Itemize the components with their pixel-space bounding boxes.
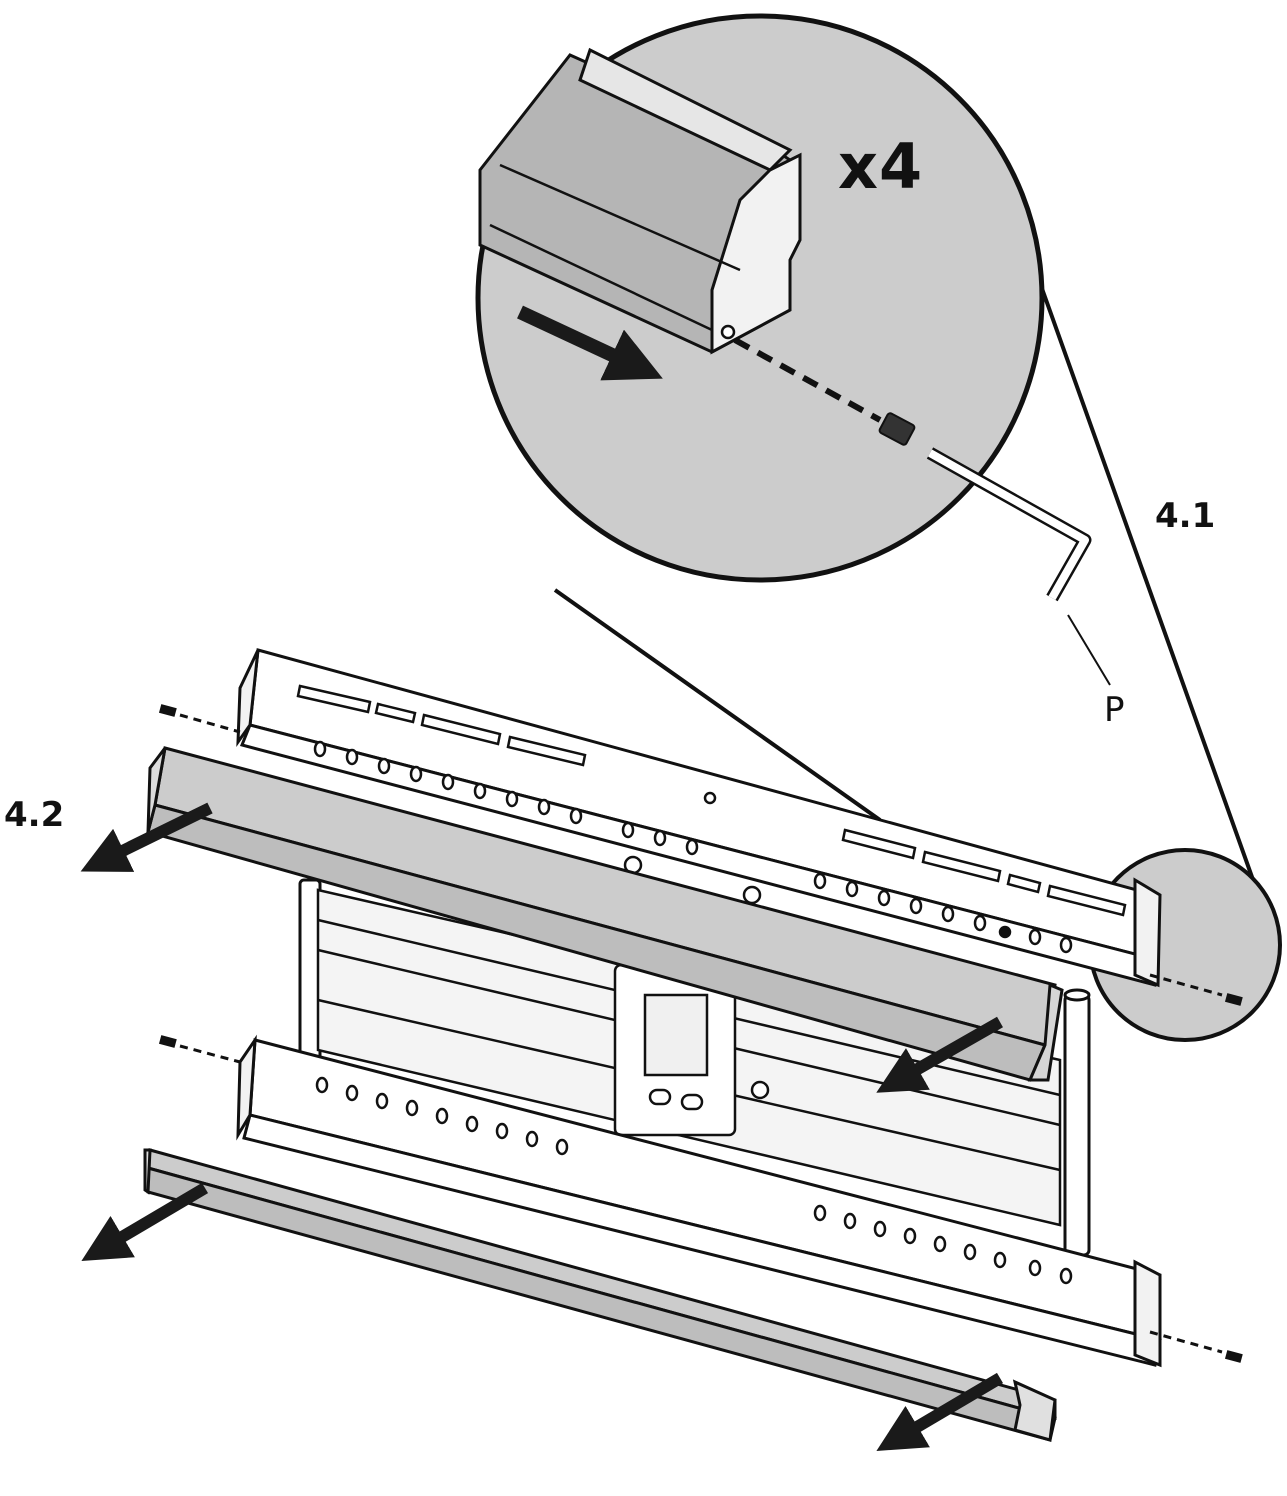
- step-4-1-label: 4.1: [1155, 496, 1216, 536]
- quantity-label: x4: [838, 130, 924, 203]
- screw-icon: [158, 704, 177, 717]
- part-p-leader: [1067, 614, 1111, 686]
- direction-arrow-icon: [81, 1182, 209, 1261]
- screw-icon: [1224, 993, 1243, 1006]
- screw-icon: [158, 1035, 177, 1048]
- removal-arrows: [80, 802, 1004, 1451]
- direction-arrow-icon: [80, 802, 213, 872]
- zoom-callout-lines: [553, 254, 1264, 906]
- upper-rail: [236, 648, 1162, 988]
- screw-icon: [1224, 1350, 1243, 1363]
- direction-arrow-icon: [517, 305, 663, 381]
- part-p-label: P: [1104, 690, 1125, 730]
- lower-rail-holes: [315, 1076, 1073, 1285]
- mount-body: [316, 855, 1062, 1227]
- vertical-posts: [298, 878, 1091, 1257]
- direction-arrow-icon: [876, 1372, 1004, 1451]
- screw-group: [158, 704, 1243, 1363]
- step-4-2-label: 4.2: [4, 795, 65, 835]
- lower-cover: [143, 1148, 1057, 1442]
- direction-arrow-icon: [876, 1016, 1003, 1093]
- screw-icon: [878, 412, 916, 446]
- hex-key-icon: [926, 447, 1092, 602]
- lower-rail: [236, 1034, 1162, 1368]
- zoom-detail: [475, 13, 1092, 602]
- upper-rail-holes: [313, 740, 1073, 954]
- upper-cover: [146, 746, 1064, 1082]
